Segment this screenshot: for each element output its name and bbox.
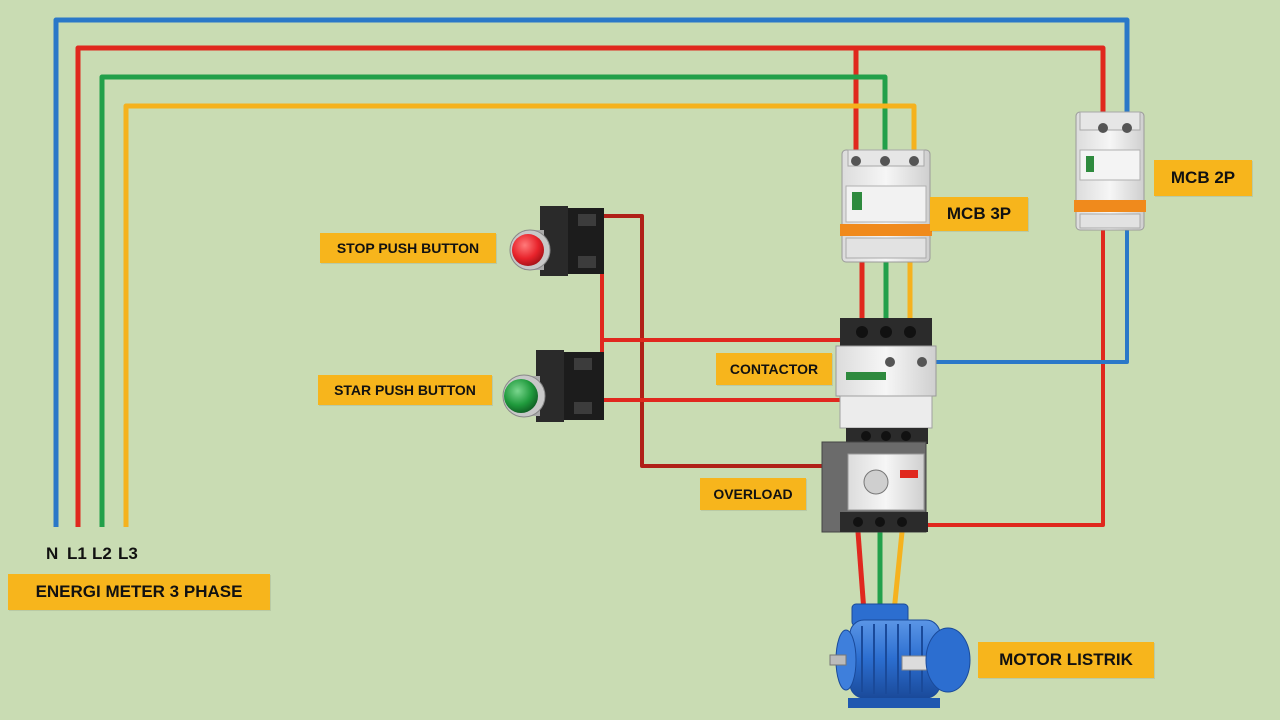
mcb3p-to-contactor-wires	[859, 258, 913, 320]
mcb2p-to-coil-neutral-wire	[932, 222, 1129, 364]
star-push-button-label: STAR PUSH BUTTON	[318, 375, 492, 405]
l3-wire	[123, 103, 917, 527]
stop-push-button-label: STOP PUSH BUTTON	[320, 233, 496, 263]
overload-device	[821, 441, 928, 533]
overload-to-motor-wires	[855, 531, 905, 613]
start-push-button-device	[502, 350, 604, 422]
contactor-device	[835, 318, 937, 444]
terminal-n: N	[46, 544, 59, 563]
terminal-l3: L3	[118, 544, 138, 563]
terminal-l1: L1	[67, 544, 87, 563]
contactor-label: CONTACTOR	[716, 353, 832, 385]
mcb-2p-label: MCB 2P	[1154, 160, 1252, 196]
stop-push-button-device	[509, 206, 604, 276]
l1-wire	[75, 45, 1106, 527]
l2-wire	[99, 74, 888, 527]
supply-wires	[53, 17, 1130, 527]
mcb-3p-device	[840, 149, 932, 263]
motor-listrik-label: MOTOR LISTRIK	[978, 642, 1154, 678]
motor-device	[829, 603, 971, 708]
terminal-l2: L2	[92, 544, 112, 563]
mcb-2p-device	[1074, 111, 1146, 231]
neutral-wire	[53, 17, 1130, 527]
mcb-3p-label: MCB 3P	[930, 197, 1028, 231]
energi-meter-label: ENERGI METER 3 PHASE	[8, 574, 270, 610]
overload-label: OVERLOAD	[700, 478, 806, 510]
